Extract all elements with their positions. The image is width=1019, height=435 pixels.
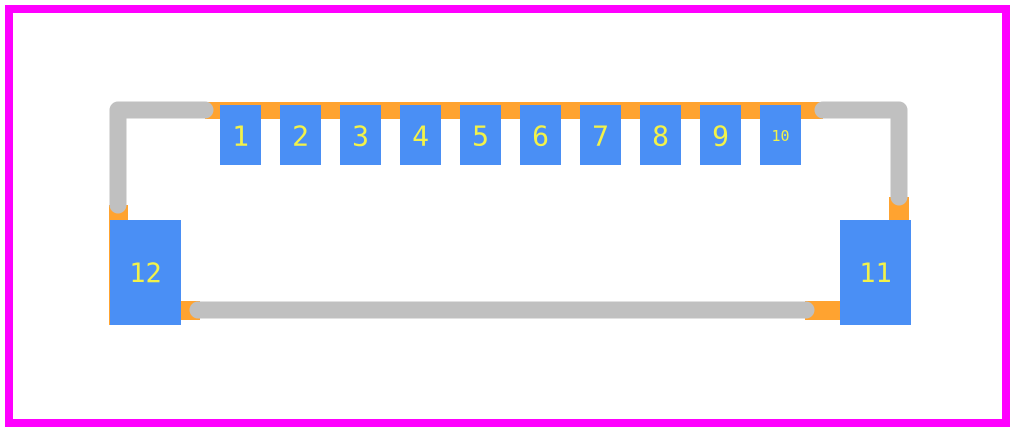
pad-10 xyxy=(760,105,801,165)
pad-label-1: 1 xyxy=(232,120,249,153)
copper-edge-right xyxy=(889,197,909,227)
pad-label-7: 7 xyxy=(592,120,609,153)
pad-3 xyxy=(340,105,381,165)
pad-label-8: 8 xyxy=(652,120,669,153)
pad-label-12: 12 xyxy=(129,258,162,289)
pad-label-5: 5 xyxy=(472,120,489,153)
pad-label-10: 10 xyxy=(771,127,789,145)
pad-8 xyxy=(640,105,681,165)
pad-12 xyxy=(110,220,181,325)
pad-9 xyxy=(700,105,741,165)
pad-11 xyxy=(840,220,911,325)
silkscreen-left-corner xyxy=(109,101,214,214)
pad-label-9: 9 xyxy=(712,120,729,153)
pad-5 xyxy=(460,105,501,165)
pad-7 xyxy=(580,105,621,165)
pad-6 xyxy=(520,105,561,165)
pad-label-11: 11 xyxy=(859,258,892,289)
board-outline xyxy=(5,5,1010,427)
pad-4 xyxy=(400,105,441,165)
pad-1 xyxy=(220,105,261,165)
pad-label-2: 2 xyxy=(292,120,309,153)
pad-2 xyxy=(280,105,321,165)
pad-label-6: 6 xyxy=(532,120,549,153)
copper-edge-bottom-right xyxy=(805,301,843,320)
pad-label-3: 3 xyxy=(352,120,369,153)
silkscreen-layer xyxy=(109,101,908,319)
pad-label-4: 4 xyxy=(412,120,429,153)
silkscreen-right-corner xyxy=(814,101,908,206)
